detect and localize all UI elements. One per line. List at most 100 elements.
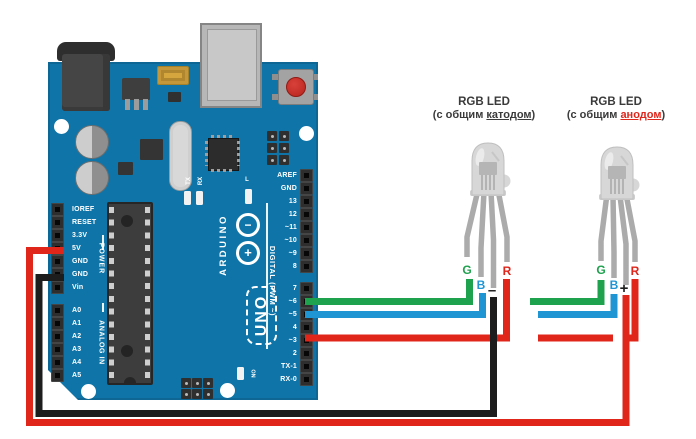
pin-label-13: 13 (288, 197, 297, 205)
led2-anode-plus: + (619, 280, 629, 297)
pin-label-9: ~9 (288, 249, 297, 257)
icsp-pin (279, 143, 289, 153)
crystal-oscillator (169, 121, 192, 191)
led1-subtitle: (с общим катодом) (414, 109, 554, 122)
reset-button-pin (311, 74, 318, 80)
pin-socket-a5 (51, 368, 64, 382)
led1-bond-wire (491, 151, 500, 162)
pin-label-reset: RESET (72, 218, 97, 226)
led2-red-leg (623, 193, 638, 262)
led1-subtitle-prefix: (с общим (432, 109, 487, 121)
led2-subtitle-suffix: ) (661, 109, 666, 121)
smd-transistor (168, 92, 181, 102)
led1-die-posts (481, 175, 495, 190)
led2-green-pin-label: G (596, 263, 606, 277)
pin-label-gnd2: GND (72, 270, 89, 278)
chip-dimple (121, 345, 133, 357)
mounting-hole (54, 119, 69, 134)
dip-legs-right (145, 207, 150, 381)
led1-bulb-flange (470, 190, 506, 196)
pin-label-a5: A5 (72, 371, 82, 379)
smd-chip-small (118, 162, 133, 175)
mcu-pins (237, 141, 240, 166)
led1-blue-leg (478, 191, 487, 277)
led1-cathode-minus: – (487, 282, 497, 299)
pin-socket-5v (51, 241, 64, 255)
icsp-pin (279, 155, 289, 165)
pin-label-ioref: IOREF (72, 205, 95, 213)
pin-label-10: ~10 (284, 236, 297, 244)
led2-die-posts (610, 179, 624, 194)
led2-bulb-notch (626, 178, 640, 192)
led2-bond-wire (620, 155, 629, 166)
led2-green-leg (598, 193, 610, 261)
icsp-pin (181, 389, 191, 399)
pin-label-3v3: 3.3V (72, 231, 88, 239)
wire-green-pin6-to-led1 (305, 279, 473, 305)
led1-bulb-notch (497, 174, 511, 188)
pin-label-8: 8 (292, 262, 297, 270)
mcu-pins (205, 141, 208, 166)
polyfuse (157, 66, 189, 85)
wire-green-stub-led2 (530, 280, 605, 305)
led1-cathode-leg (488, 191, 497, 288)
regulator-leg (143, 99, 148, 110)
led2-subtitle: (с общим анодом) (546, 109, 686, 122)
pin-socket-a1 (51, 316, 64, 330)
icsp-pin (192, 378, 202, 388)
pin-socket-rx0 (300, 372, 313, 386)
smd-chip (140, 139, 163, 160)
icsp-pin (203, 378, 213, 388)
capacitor (75, 161, 109, 195)
pin-socket-gnd2 (51, 267, 64, 281)
pin-label-a2: A2 (72, 332, 82, 340)
analog-group-label: ANALOG IN (97, 320, 105, 365)
wire-blue-stub-led2 (538, 294, 618, 318)
led2-bulb-flange (599, 194, 635, 200)
arduino-brand-label: ARDUINO (218, 214, 229, 276)
usb-connector-inner (207, 29, 257, 101)
pin-label-a4: A4 (72, 358, 82, 366)
pin-socket-vin (51, 280, 64, 294)
led1-subtitle-suffix: ) (531, 109, 536, 121)
reset-button-pin (311, 94, 318, 100)
reset-button-pin (272, 94, 279, 100)
barrel-jack (62, 54, 110, 111)
pin-socket-a3 (51, 342, 64, 356)
led1-bulb-dome (471, 142, 505, 196)
pin-socket-10 (300, 233, 313, 247)
led2-bulb-highlight (604, 152, 614, 170)
mcu-pins (211, 135, 234, 138)
pin-label-a3: A3 (72, 345, 82, 353)
pin-socket-13 (300, 194, 313, 208)
led1-green-pin-label: G (462, 263, 472, 277)
mounting-hole (220, 383, 235, 398)
usb-mcu-chip (208, 138, 239, 171)
pin-label-aref: AREF (277, 171, 297, 179)
mounting-hole (299, 126, 314, 141)
pin-socket-tx1 (300, 359, 313, 373)
voltage-regulator (122, 78, 150, 100)
pin-socket-8 (300, 259, 313, 273)
pin-socket-2 (300, 346, 313, 360)
icsp-pin (267, 155, 277, 165)
pin-label-a1: A1 (72, 319, 82, 327)
pin-label-a0: A0 (72, 306, 82, 314)
pin-socket-11 (300, 220, 313, 234)
chip-notch (124, 377, 136, 385)
mcu-pins (211, 169, 234, 172)
pin-label-gnd: GND (280, 184, 297, 192)
tx-led (184, 191, 191, 205)
on-led-label: ON (249, 369, 256, 378)
icsp-pin (267, 131, 277, 141)
icsp-header-bottom (181, 378, 214, 400)
digital-header-upper (300, 168, 313, 273)
led2-anode-leg (617, 195, 629, 285)
led1-subtitle-word: катодом (486, 109, 532, 121)
l-led (245, 189, 252, 204)
pin-label-12: 12 (288, 210, 297, 218)
reset-button-pin (272, 74, 279, 80)
pin-socket-4 (300, 320, 313, 334)
silk-divider (102, 235, 104, 250)
capacitor (75, 125, 109, 159)
